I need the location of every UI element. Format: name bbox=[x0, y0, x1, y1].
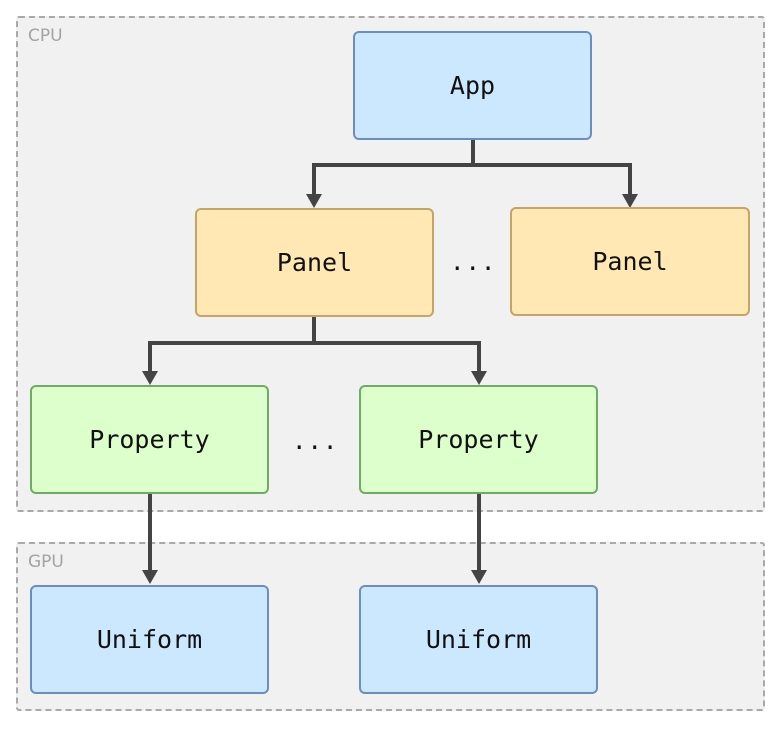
arrowhead-uniform-right bbox=[471, 570, 487, 584]
arrowhead-property-left bbox=[142, 371, 158, 385]
panel-node-left-label: Panel bbox=[276, 248, 353, 277]
property-node-left-label: Property bbox=[89, 425, 210, 454]
property-node-right: Property bbox=[359, 385, 598, 494]
arrowhead-uniform-left bbox=[142, 570, 158, 584]
app-node: App bbox=[353, 31, 592, 140]
cpu-region-label: CPU bbox=[28, 26, 63, 46]
arrowhead-property-right bbox=[471, 371, 487, 385]
panel-node-right-label: Panel bbox=[592, 247, 668, 276]
arrowhead-panel-left bbox=[306, 194, 322, 208]
arrow-panel-to-property-left bbox=[148, 317, 316, 373]
uniform-node-left-label: Uniform bbox=[96, 625, 203, 654]
property-node-left: Property bbox=[30, 385, 269, 494]
gpu-region-label: GPU bbox=[28, 552, 64, 572]
panel-node-right: Panel bbox=[510, 207, 750, 316]
uniform-node-left: Uniform bbox=[30, 585, 269, 694]
app-node-label: App bbox=[449, 71, 496, 100]
arrow-app-to-panel-right bbox=[473, 163, 632, 196]
property-node-right-label: Property bbox=[418, 425, 539, 454]
property-ellipsis: ... bbox=[292, 427, 339, 455]
uniform-node-right-label: Uniform bbox=[425, 625, 532, 654]
panel-ellipsis: ... bbox=[450, 248, 497, 276]
arrow-panel-to-property-right bbox=[314, 341, 481, 373]
arrow-app-to-panel-left bbox=[312, 140, 475, 196]
uniform-node-right: Uniform bbox=[359, 585, 598, 694]
panel-node-left: Panel bbox=[195, 208, 434, 317]
arrowhead-panel-right bbox=[622, 194, 638, 208]
